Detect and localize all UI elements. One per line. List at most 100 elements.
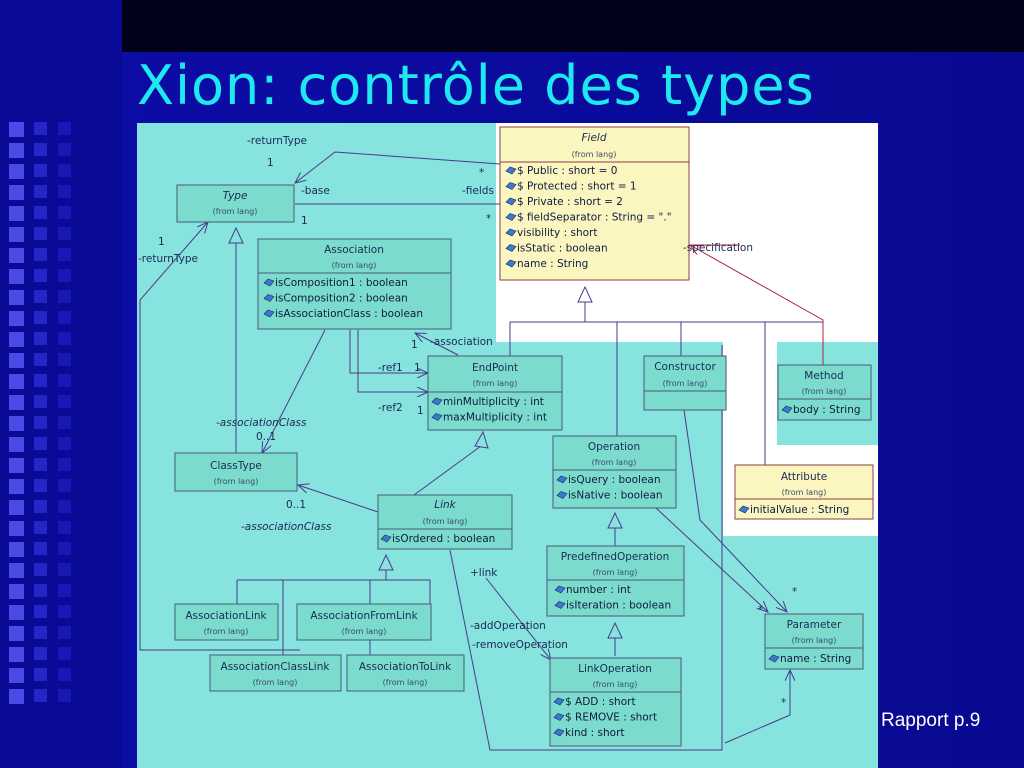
decor-square (9, 206, 24, 221)
decor-square (34, 563, 47, 576)
decor-square (9, 500, 24, 515)
generalization-triangle-predefined (607, 621, 623, 639)
decor-square (34, 122, 47, 135)
class-parameter-from: (from lang) (792, 636, 837, 645)
class-association[interactable]: Association (from lang) isComposition1 :… (257, 238, 452, 330)
class-attribute-line: maxMultiplicity : int (443, 412, 547, 424)
decor-square (9, 689, 24, 704)
class-linkoperation-name: LinkOperation (578, 663, 652, 675)
class-constructor-from: (from lang) (663, 379, 708, 388)
label-mult-01-top: 0..1 (256, 431, 276, 443)
label-one-ref2: 1 (417, 405, 424, 417)
class-parameter[interactable]: Parameter (from lang) name : String (764, 613, 864, 670)
decor-square (58, 395, 71, 408)
class-operation[interactable]: Operation (from lang) isQuery : booleani… (552, 435, 677, 509)
attribute-icon (505, 244, 517, 252)
class-constructor[interactable]: Constructor (from lang) (643, 355, 727, 411)
class-field-from: (from lang) (572, 150, 617, 159)
decor-square (34, 269, 47, 282)
class-linkoperation-from: (from lang) (593, 680, 638, 689)
decor-square (34, 248, 47, 261)
class-operation-name: Operation (588, 441, 640, 453)
class-parameter-name: Parameter (787, 619, 842, 631)
decor-square (34, 458, 47, 471)
constructor-parameter-line (683, 409, 787, 612)
decor-square (58, 605, 71, 618)
class-associationlink[interactable]: AssociationLink (from lang) (174, 603, 279, 641)
decor-square (9, 164, 24, 179)
decor-square (34, 416, 47, 429)
decor-square (58, 458, 71, 471)
label-ref1: -ref1 (378, 362, 403, 374)
class-field[interactable]: Field (from lang) $ Public : short = 0$ … (499, 126, 690, 281)
class-link-attributes: isOrdered : boolean (380, 533, 495, 545)
class-associationclasslink[interactable]: AssociationClassLink (from lang) (209, 654, 342, 692)
decor-square (34, 521, 47, 534)
class-associationtolink-from: (from lang) (383, 678, 428, 687)
decor-square (9, 626, 24, 641)
attribute-icon (738, 505, 750, 514)
attribute-icon (556, 475, 568, 484)
class-attribute-line: isAssociationClass : boolean (275, 308, 423, 320)
attribute-icon (263, 294, 275, 302)
attribute-icon (556, 491, 568, 499)
label-returntype-left: -returnType (138, 253, 198, 265)
class-associationclasslink-name: AssociationClassLink (221, 661, 331, 673)
class-attribute-line: isComposition1 : boolean (275, 277, 408, 289)
decor-square (58, 584, 71, 597)
decor-square (58, 500, 71, 513)
class-predefinedoperation[interactable]: PredefinedOperation (from lang) number :… (546, 545, 685, 617)
class-attribute-line: $ REMOVE : short (565, 712, 657, 724)
attribute-icon (553, 713, 565, 721)
class-attribute-line: body : String (793, 404, 861, 416)
decor-square (58, 332, 71, 345)
class-classtype[interactable]: ClassType (from lang) (174, 452, 298, 492)
class-type[interactable]: Type (from lang) (176, 184, 295, 223)
decor-square (34, 584, 47, 597)
class-association-name: Association (324, 244, 384, 256)
class-link-from: (from lang) (423, 517, 468, 526)
decor-square (34, 479, 47, 492)
returntype-left-line (139, 222, 300, 651)
attribute-icon (505, 228, 517, 237)
decor-square (58, 689, 71, 702)
class-attribute-line: name : String (780, 653, 851, 665)
decor-square (34, 185, 47, 198)
class-predefinedoperation-from: (from lang) (593, 568, 638, 577)
class-associationtolink[interactable]: AssociationToLink (from lang) (346, 654, 465, 692)
class-endpoint[interactable]: EndPoint (from lang) minMultiplicity : i… (427, 355, 563, 431)
class-field-name: Field (582, 132, 607, 144)
class-attribute-name: Attribute (781, 471, 827, 483)
decor-square (9, 269, 24, 284)
class-attribute-line: $ Protected : short = 1 (517, 181, 637, 193)
class-attribute-line: number : int (566, 584, 631, 596)
class-attribute[interactable]: Attribute (from lang) initialValue : Str… (734, 464, 874, 520)
class-method[interactable]: Method (from lang) body : String (777, 364, 872, 421)
class-attribute-line: isStatic : boolean (517, 243, 608, 255)
class-link[interactable]: Link (from lang) isOrdered : boolean (377, 494, 513, 550)
decor-square (34, 290, 47, 303)
link-classtype-line (298, 485, 379, 513)
label-star-fields-1: * (479, 167, 484, 179)
decor-square (58, 563, 71, 576)
generalization-triangle-type (228, 226, 244, 244)
attribute-icon (263, 278, 275, 287)
decor-square (9, 563, 24, 578)
label-addoperation: -addOperation (470, 620, 546, 632)
decor-square (9, 521, 24, 536)
class-attribute-line: isOrdered : boolean (392, 533, 495, 545)
class-parameter-attributes: name : String (768, 653, 851, 665)
decor-square (9, 647, 24, 662)
attribute-icon (781, 405, 793, 414)
class-linkoperation[interactable]: LinkOperation (from lang) $ ADD : short$… (549, 657, 682, 747)
label-one-ref1: 1 (414, 362, 421, 374)
class-associationfromlink[interactable]: AssociationFromLink (from lang) (296, 603, 432, 641)
decor-square (58, 626, 71, 639)
label-star-param-1: * (792, 586, 797, 598)
label-associationclass-top: -associationClass (216, 417, 307, 429)
class-attribute-line: name : String (517, 258, 588, 270)
decor-square (58, 311, 71, 324)
